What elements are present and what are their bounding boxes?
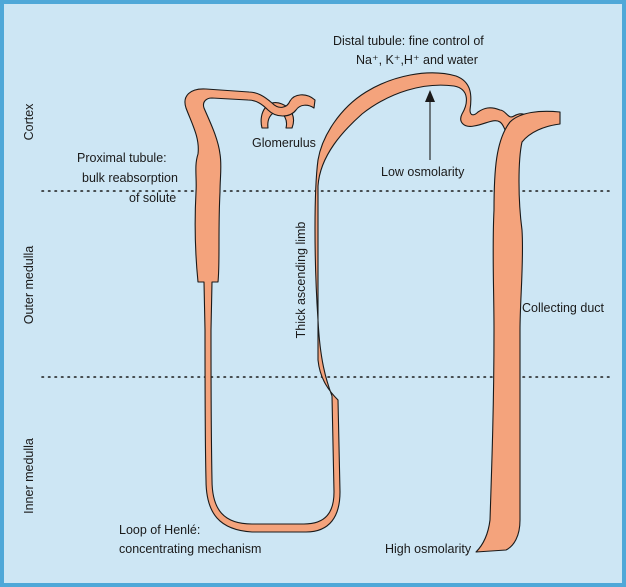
zone-label-inner-medulla: Inner medulla <box>22 438 36 514</box>
zone-label-cortex: Cortex <box>22 103 36 141</box>
distal-tubule-label-line2: Na⁺, K⁺,H⁺ and water <box>356 53 478 67</box>
glomerulus-label: Glomerulus <box>252 136 316 150</box>
collecting-duct-label: Collecting duct <box>522 301 605 315</box>
high-osmolarity-label: High osmolarity <box>385 542 472 556</box>
proximal-tubule-label-line3: of solute <box>129 191 176 205</box>
thick-ascending-limb-label: Thick ascending limb <box>294 222 308 339</box>
distal-tubule-label-line1: Distal tubule: fine control of <box>333 34 484 48</box>
proximal-tubule-label-line2: bulk reabsorption <box>82 171 178 185</box>
zone-label-outer-medulla: Outer medulla <box>22 246 36 325</box>
loop-of-henle-label-line2: concentrating mechanism <box>119 542 261 556</box>
low-osmolarity-label: Low osmolarity <box>381 165 465 179</box>
loop-of-henle-label-line1: Loop of Henlé: <box>119 523 200 537</box>
proximal-tubule-label-line1: Proximal tubule: <box>77 151 167 165</box>
